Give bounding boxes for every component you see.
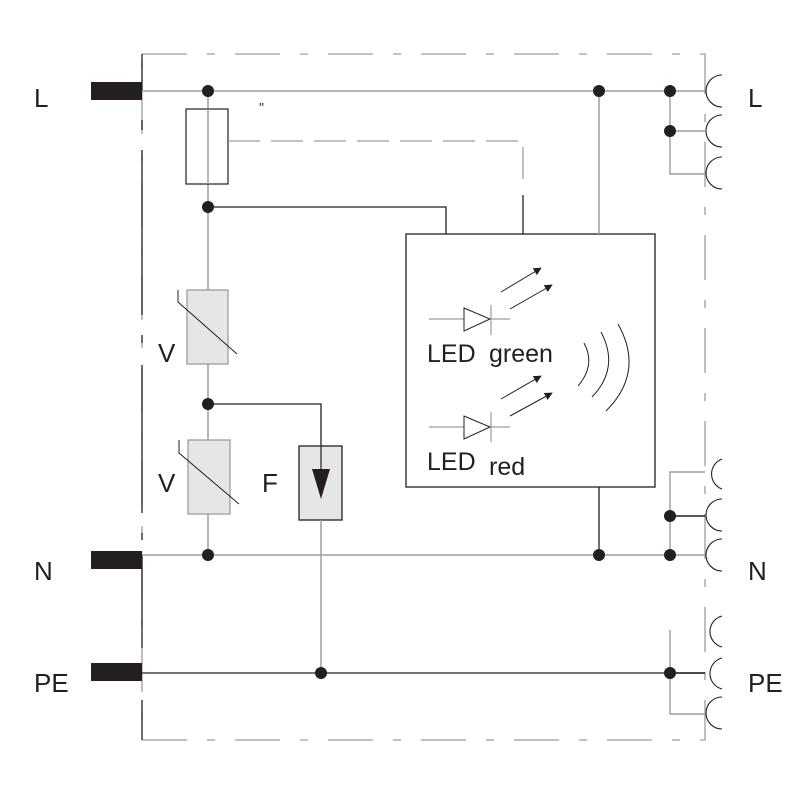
spark-gap [298, 445, 343, 673]
junction-dot [202, 398, 214, 410]
socket-L-2 [705, 114, 723, 148]
junction-dot [593, 549, 605, 561]
socket-PE-2 [709, 657, 723, 690]
terminal-label-N-right: N [748, 556, 767, 586]
junction-dot [202, 85, 214, 97]
socket-N-1 [711, 458, 723, 490]
junction-dot [202, 549, 214, 561]
junction-dot [593, 85, 605, 97]
varistor-bottom [178, 439, 240, 515]
terminal-label-N-left: N [34, 556, 53, 586]
right-terminal-sockets[interactable] [705, 74, 723, 730]
socket-N-3 [705, 538, 723, 572]
right-wiring [669, 91, 705, 715]
led-red-symbol [429, 375, 553, 442]
wire-fuse-to-monitor [208, 206, 447, 234]
led-red-prefix: LED [427, 448, 476, 476]
fuse [185, 108, 229, 185]
varistor-top [177, 289, 238, 365]
led-green-prefix: LED [427, 340, 476, 368]
terminal-label-L-left: L [34, 83, 48, 113]
junction-dot [664, 125, 676, 137]
terminal-block-L-left[interactable] [91, 82, 142, 100]
junction-dot [202, 201, 214, 213]
enclosure-boundary [141, 53, 706, 741]
terminal-label-L-right: L [748, 83, 762, 113]
fuse-signal-line [228, 140, 524, 180]
spark-gap-label: F [262, 468, 278, 498]
terminal-block-PE-left[interactable] [91, 663, 142, 681]
led-green-color: green [489, 340, 553, 368]
signal-wave-icon [577, 323, 630, 412]
junction-dot [315, 667, 327, 679]
socket-PE-1 [709, 615, 723, 648]
socket-N-2 [705, 498, 723, 532]
socket-PE-3 [705, 696, 723, 730]
junction-dot [664, 549, 676, 561]
wire-to-spark-gap [208, 403, 322, 446]
led-red-color: red [489, 453, 525, 481]
varistor-top-label: V [158, 338, 176, 368]
monitor-module [405, 233, 656, 488]
led-green-symbol [429, 267, 553, 335]
terminal-label-PE-left: PE [34, 668, 69, 698]
junction-dots [202, 85, 676, 679]
junction-dot [664, 667, 676, 679]
varistor-bottom-label: V [158, 468, 176, 498]
terminal-label-PE-right: PE [748, 668, 783, 698]
junction-dot [664, 510, 676, 522]
junction-dot [664, 85, 676, 97]
fuse-mark: '' [259, 100, 264, 115]
socket-L-3 [705, 156, 723, 190]
socket-L-1 [705, 74, 723, 108]
terminal-block-N-left[interactable] [91, 551, 142, 569]
